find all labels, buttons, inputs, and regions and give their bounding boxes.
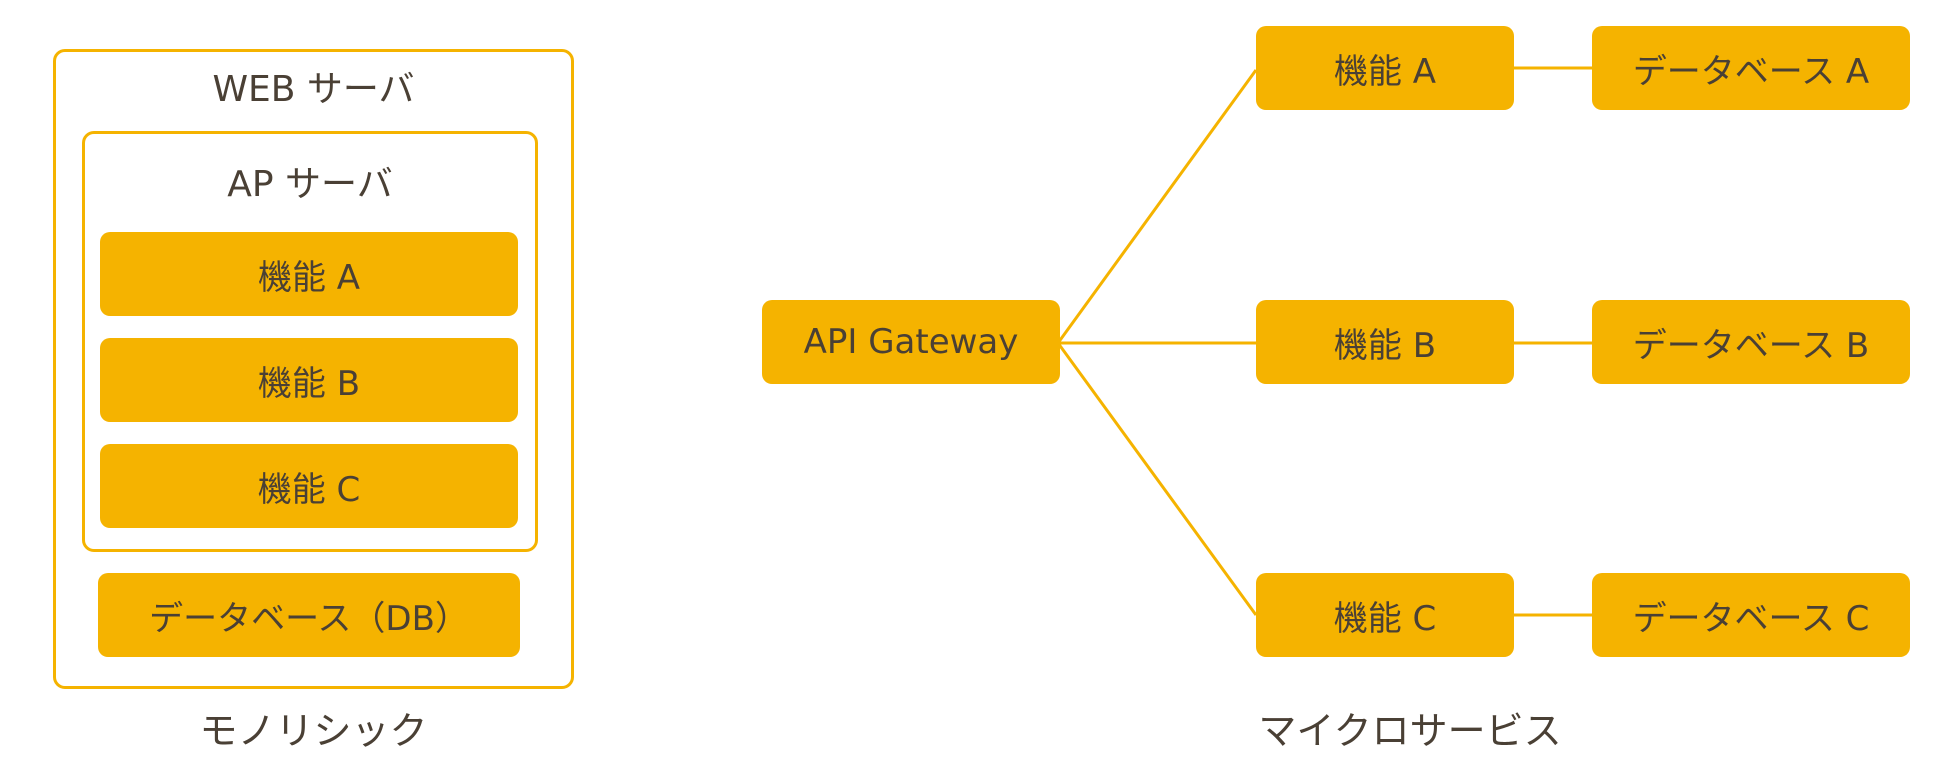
web-server-frame — [53, 49, 574, 689]
connector-gateway-feature-c — [1056, 342, 1258, 616]
ap-server-label: AP サーバ — [227, 164, 393, 205]
service-database-c: データベース C — [1592, 573, 1910, 657]
monolith-caption: モノリシック — [199, 709, 428, 753]
api-gateway: API Gateway — [762, 300, 1060, 384]
monolith-feature-b: 機能 B — [100, 338, 518, 422]
connector-gateway-feature-a — [1056, 69, 1258, 344]
service-feature-a: 機能 A — [1256, 26, 1514, 110]
service-database-a: データベース A — [1592, 26, 1910, 110]
monolith-feature-a: 機能 A — [100, 232, 518, 316]
service-feature-c: 機能 C — [1256, 573, 1514, 657]
monolith-feature-c: 機能 C — [100, 444, 518, 528]
service-feature-b: 機能 B — [1256, 300, 1514, 384]
web-server-label: WEB サーバ — [212, 69, 415, 110]
monolith-database: データベース（DB） — [98, 573, 520, 657]
service-database-b: データベース B — [1592, 300, 1910, 384]
ap-server-frame — [82, 131, 538, 552]
microservices-caption: マイクロサービス — [1258, 709, 1562, 753]
